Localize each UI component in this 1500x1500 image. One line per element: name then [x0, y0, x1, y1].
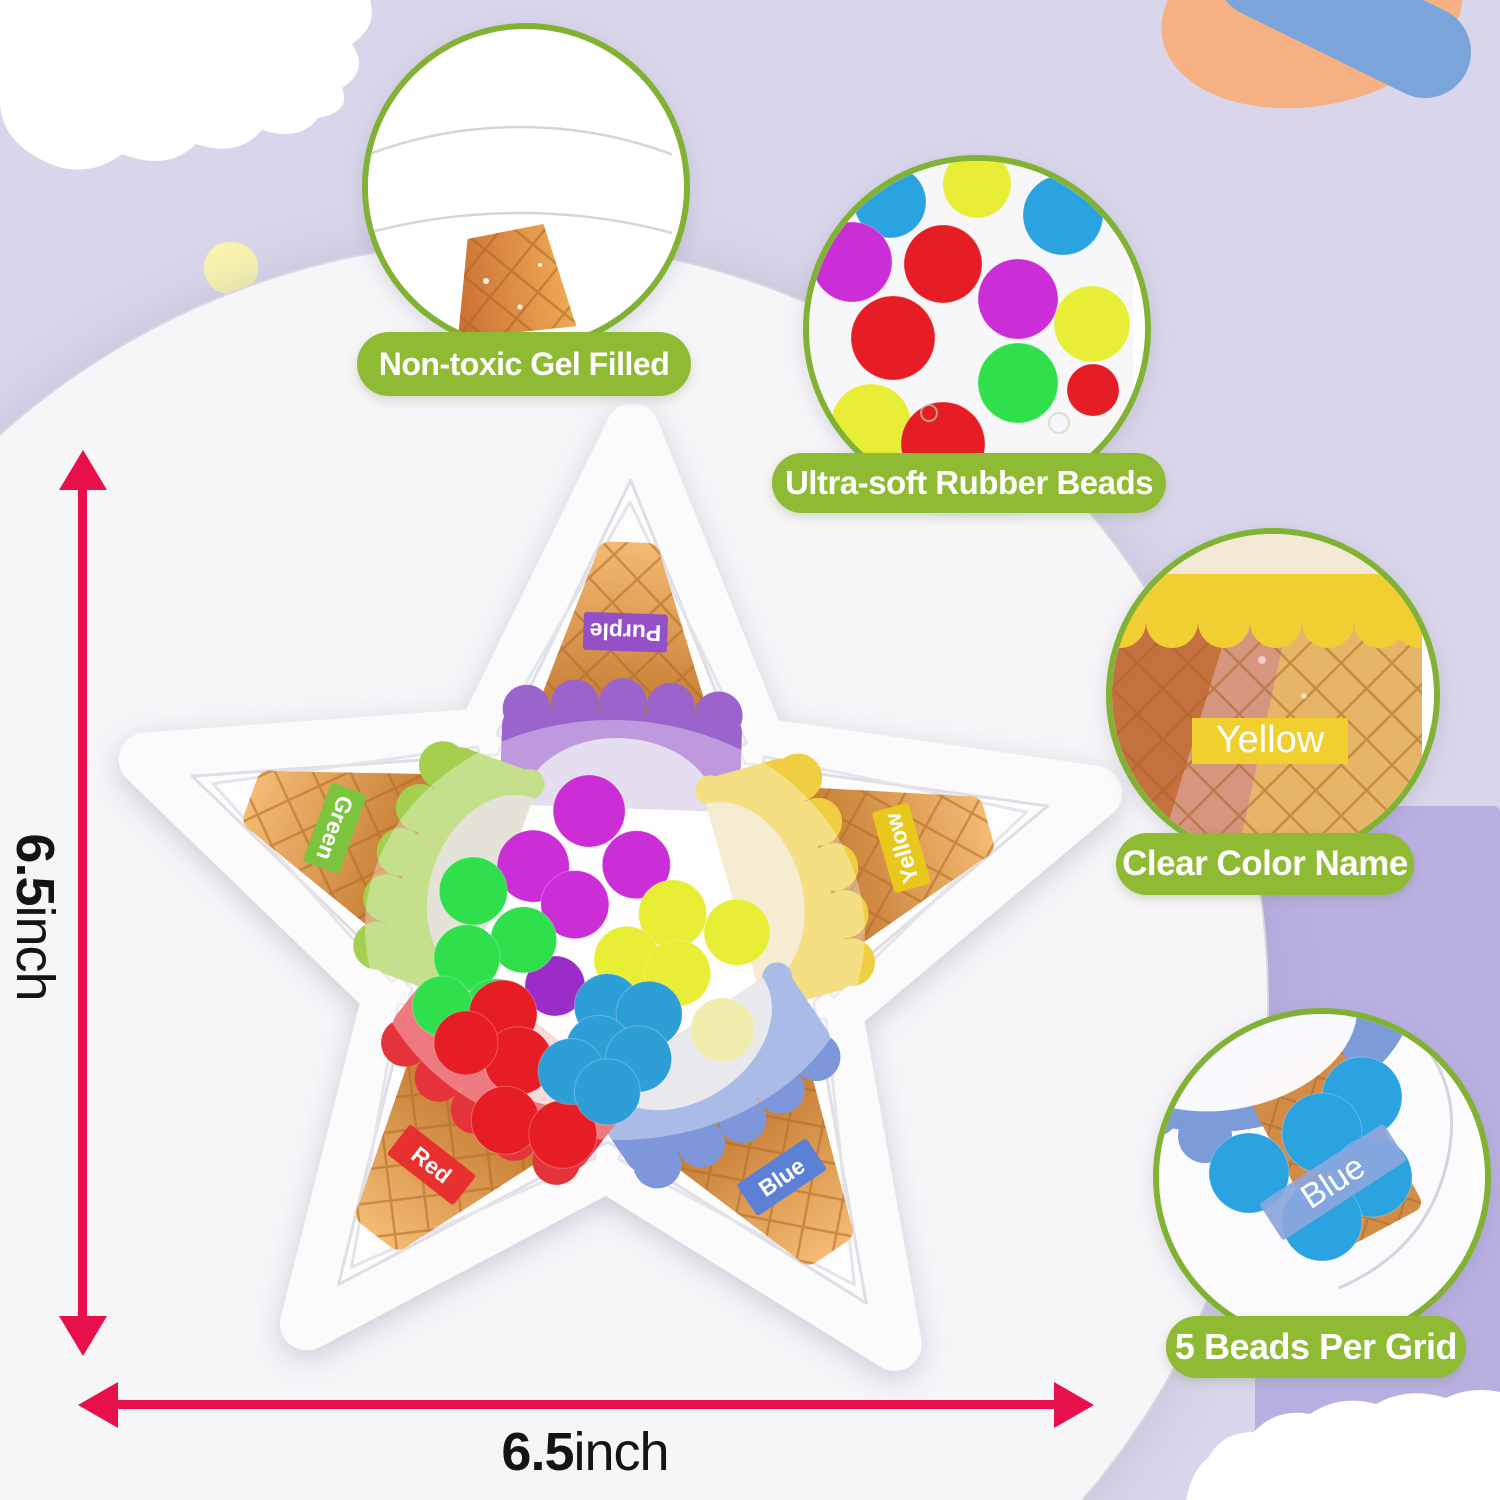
bead [690, 997, 756, 1063]
feature-pill-gel: Non-toxic Gel Filled [357, 332, 691, 396]
bead [1208, 1132, 1290, 1214]
tray-arc-inner [368, 211, 672, 235]
height-arrow-bottom-head [59, 1316, 107, 1356]
feature-pill-beads-per-grid: 5 Beads Per Grid [1166, 1316, 1466, 1378]
callout-circle-gel [362, 23, 690, 351]
feature-pill-rubber-beads: Ultra-soft Rubber Beads [772, 453, 1166, 513]
height-value: 6.5 [5, 833, 65, 906]
grid-closeup: Blue [1159, 1014, 1473, 1328]
width-arrow-left-head [78, 1381, 118, 1428]
bead [703, 898, 771, 966]
sample-color-label-bg [1192, 718, 1348, 764]
gel-droplet [1301, 693, 1307, 699]
waffle-cone-piece [457, 223, 577, 333]
callout-circle-color-name: Yellow [1106, 528, 1440, 862]
bead [942, 161, 1012, 219]
bead [438, 856, 508, 926]
bead [977, 342, 1059, 424]
scoop-dome [705, 802, 805, 989]
bead [1066, 363, 1120, 417]
bead [850, 295, 936, 381]
compartment-yellow: Yellow [695, 753, 1028, 1013]
color-name-closeup: Yellow [1112, 534, 1422, 844]
bead [540, 870, 610, 940]
color-label-bg [582, 611, 668, 653]
bead [552, 774, 626, 848]
bead [573, 1058, 641, 1126]
bead [1053, 285, 1131, 363]
cone-waffle-overlay [355, 1038, 557, 1250]
color-label-bg [872, 802, 931, 893]
planet-ring [1225, 0, 1471, 98]
width-unit: inch [573, 1422, 670, 1482]
gel-sparkle [538, 263, 542, 267]
gel-bubble [1048, 412, 1070, 434]
bead-cluster [411, 774, 771, 1169]
scoop-scallop-band [1112, 574, 1422, 648]
color-label-bg [387, 1125, 476, 1205]
gel-sparkle [517, 304, 523, 310]
bead [977, 258, 1059, 340]
sample-color-label-text: Yellow [1216, 719, 1325, 761]
beads-closeup [809, 161, 1133, 485]
color-label-text: Purple [589, 618, 661, 646]
tray-arc-outer [368, 125, 672, 156]
sample-color-label: Blue [1260, 1124, 1406, 1240]
gel-sparkle [483, 278, 489, 284]
bead [433, 1010, 499, 1076]
cone-waffle-overlay [457, 223, 577, 333]
compartment-purple: Purple [495, 500, 749, 819]
width-value: 6.5 [501, 1422, 574, 1482]
color-label-bg [737, 1138, 826, 1216]
height-arrow-top-head [59, 450, 107, 490]
callout-circle-beads [803, 155, 1151, 503]
feature-pill-color-name: Clear Color Name [1116, 833, 1414, 895]
height-unit: inch [5, 905, 65, 1001]
callout-circle-grid: Blue [1153, 1008, 1491, 1346]
cloud-bottom-right [1186, 1390, 1500, 1500]
cone-waffle-overlay [658, 1052, 853, 1265]
planet-icon [1161, 0, 1471, 109]
gel-closeup [368, 29, 672, 333]
sample-color-label-bg [1260, 1124, 1406, 1240]
bead [903, 224, 983, 304]
gel-bubble [920, 404, 938, 422]
bead [601, 830, 671, 900]
cloud-top-left [0, 0, 372, 170]
height-arrow-line [78, 488, 87, 1316]
color-label: Green [303, 782, 367, 874]
color-label-bg [303, 782, 367, 874]
compartment-line [1338, 1018, 1454, 1290]
color-label: Purple [582, 611, 668, 653]
width-arrow-line [116, 1400, 1056, 1409]
width-arrow-right-head [1054, 1381, 1094, 1428]
gel-droplet [1258, 656, 1266, 664]
